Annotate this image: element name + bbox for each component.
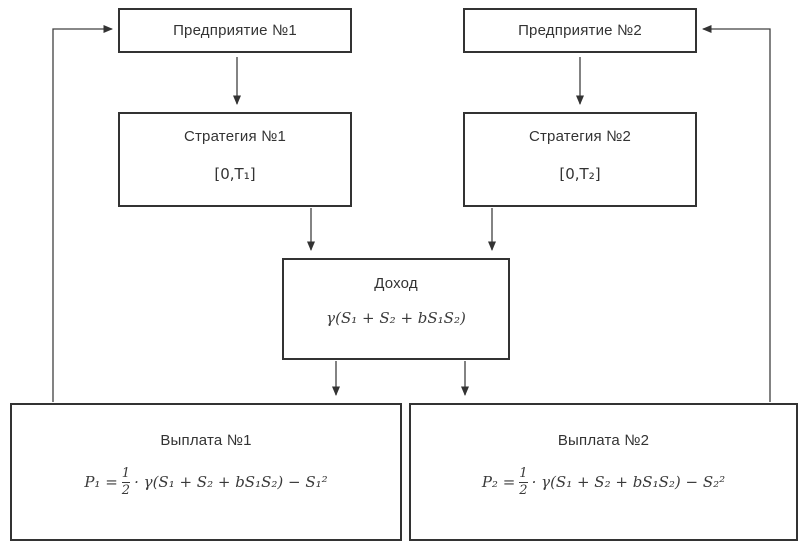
payout-2-fraction-denominator: 2 [519,481,528,498]
node-enterprise-2: Предприятие №2 [463,8,697,53]
payout-1-fraction-denominator: 2 [121,481,131,498]
payout-2-formula-rhs: · γ(S₁ + S₂ + bS₁S₂) − S₂² [531,473,726,492]
node-strategy-2: Стратегия №2 [0,T₂] [463,112,697,207]
node-payout-2-title: Выплата №2 [557,432,650,449]
node-payout-2-formula: P₂ = 1 2 · γ(S₁ + S₂ + bS₁S₂) − S₂² [482,467,725,497]
node-income-formula: γ(S₁ + S₂ + bS₁S₂) [326,309,466,327]
payout-2-fraction: 1 2 [519,466,528,498]
payout-1-formula-lhs: P₁ = [84,473,118,492]
node-payout-2: Выплата №2 P₂ = 1 2 · γ(S₁ + S₂ + bS₁S₂)… [409,403,798,541]
feedback-payout2-to-enterprise2 [702,25,771,402]
node-strategy-2-interval: [0,T₂] [559,165,601,183]
node-income: Доход γ(S₁ + S₂ + bS₁S₂) [282,258,510,360]
node-payout-1-title: Выплата №1 [160,432,252,449]
node-payout-1-formula: P₁ = 1 2 · γ(S₁ + S₂ + bS₁S₂) − S₁² [84,467,327,497]
payout-1-fraction: 1 2 [121,466,131,498]
feedback-payout1-to-enterprise1 [52,25,113,402]
node-payout-1: Выплата №1 P₁ = 1 2 · γ(S₁ + S₂ + bS₁S₂)… [10,403,402,541]
node-strategy-1-title: Стратегия №1 [183,128,287,145]
node-enterprise-2-title: Предприятие №2 [518,22,642,39]
node-strategy-1-interval: [0,T₁] [214,165,256,183]
payout-1-formula-rhs: · γ(S₁ + S₂ + bS₁S₂) − S₁² [134,473,328,492]
node-enterprise-1: Предприятие №1 [118,8,352,53]
payout-2-formula-lhs: P₂ = [481,473,516,492]
payout-1-fraction-numerator: 1 [121,466,131,481]
node-strategy-2-title: Стратегия №2 [528,128,632,145]
node-enterprise-1-title: Предприятие №1 [173,22,297,39]
node-strategy-1: Стратегия №1 [0,T₁] [118,112,352,207]
node-income-title: Доход [374,275,418,292]
payout-2-fraction-numerator: 1 [519,466,528,481]
